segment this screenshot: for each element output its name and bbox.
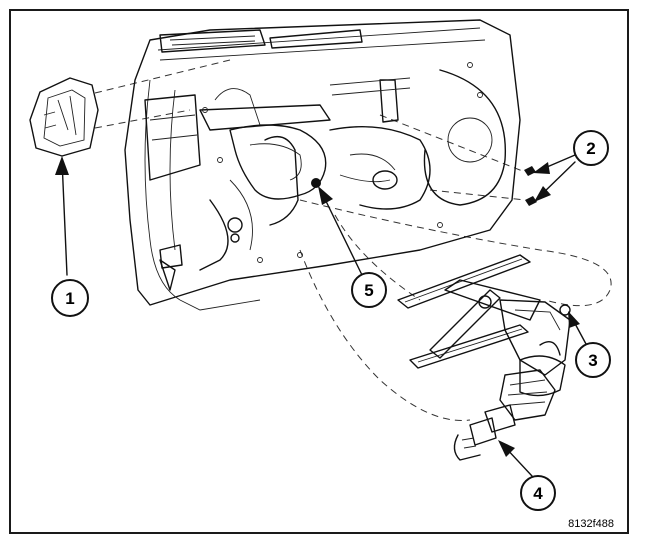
figure-frame [9,9,629,534]
retaining-nut-5 [311,178,321,188]
callout-2: 2 [573,130,609,166]
figure-id: 8132f488 [568,518,614,530]
dashed-guide-lines [94,59,612,421]
callout-leaders [55,154,587,477]
callout-1: 1 [51,279,89,317]
callout-4: 4 [520,475,556,511]
callout-3-label: 3 [588,351,597,370]
motor-connector-part-4 [453,404,516,461]
trim-bracket-part-1 [29,77,99,157]
callout-1-label: 1 [65,289,74,308]
callout-5-label: 5 [364,281,373,300]
callout-3: 3 [575,342,611,378]
callout-5: 5 [351,272,387,308]
door-inner-panel [124,19,521,311]
callout-4-label: 4 [533,484,543,503]
screws-part-2 [524,166,537,206]
window-regulator-part-3 [397,254,571,421]
callout-2-label: 2 [586,139,595,158]
